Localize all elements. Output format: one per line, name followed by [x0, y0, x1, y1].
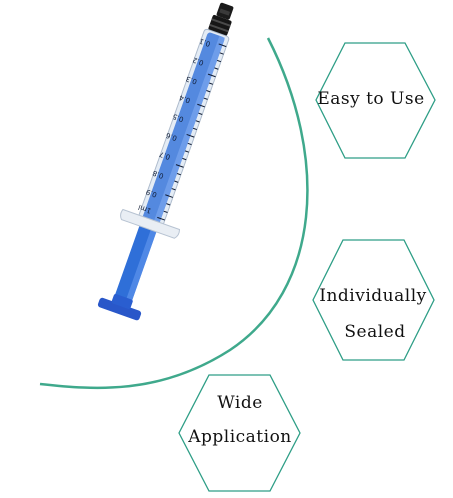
- syringe: 0.1 0.2 0.3 0.4 0.5 0.6 0.7 0.8 0.9 1ml: [97, 2, 234, 321]
- decorative-arc: [39, 37, 309, 390]
- scale-label: 0.7: [158, 150, 171, 161]
- scale-label: 0.8: [152, 169, 165, 180]
- scale-label: 1ml: [137, 203, 152, 215]
- hexagon-individually-sealed: [312, 239, 435, 361]
- hexagon-easy-to-use: [315, 42, 436, 159]
- scale-label: 0.9: [145, 187, 158, 198]
- feature-individually-line1: Individually: [319, 286, 427, 306]
- feature-wide-line2: Application: [188, 427, 292, 447]
- scale-label: 0.4: [178, 93, 192, 104]
- scale-label: 0.3: [185, 74, 198, 85]
- feature-wide-line1: Wide: [217, 393, 263, 413]
- scale-label: 0.2: [192, 55, 205, 66]
- syringe-thumb-rest: [97, 297, 142, 321]
- scale-label: 0.5: [172, 112, 185, 123]
- hexagon-wide-application: [178, 374, 301, 492]
- syringe-flange: [120, 208, 181, 239]
- syringe-scale: [157, 43, 227, 221]
- feature-individually-line2: Sealed: [344, 322, 406, 342]
- feature-easy-to-use: Easy to Use: [317, 89, 425, 109]
- scale-label: 0.6: [164, 131, 178, 142]
- scale-label: 0.1: [198, 37, 211, 48]
